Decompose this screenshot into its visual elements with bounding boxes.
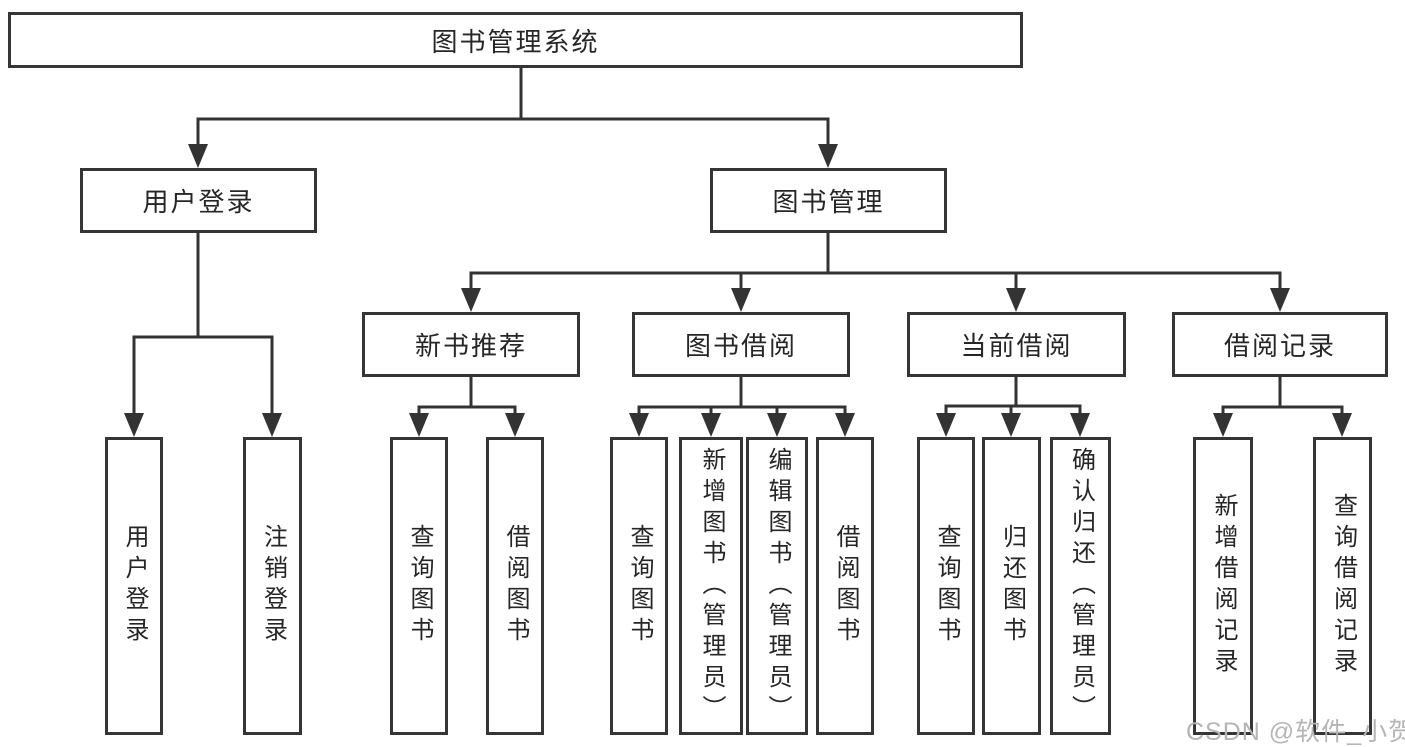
node-label: 用户登录 <box>142 187 255 217</box>
node-edit-books-admin: 编辑图书（管理员） <box>746 437 808 735</box>
arrow-down-icon <box>1270 288 1290 312</box>
node-add-borrow-record: 新增借阅记录 <box>1193 437 1253 735</box>
connector-userlogin-children <box>132 233 274 419</box>
arrow-down-icon <box>936 413 956 437</box>
node-confirm-return-admin: 确认归还（管理员） <box>1050 437 1111 735</box>
node-label: 借阅图书 <box>832 524 859 648</box>
node-label: 用户登录 <box>121 524 148 648</box>
node-return-books: 归还图书 <box>982 437 1041 735</box>
node-label: 确认归还（管理员） <box>1067 446 1095 726</box>
node-user-login-action: 用户登录 <box>105 437 163 735</box>
node-label: 查询图书 <box>626 524 653 648</box>
node-library-management-system: 图书管理系统 <box>8 12 1023 68</box>
node-query-books-2: 查询图书 <box>610 437 668 735</box>
node-logout-action: 注销登录 <box>243 437 302 735</box>
connector-borrow-children <box>637 377 847 419</box>
node-label: 查询图书 <box>406 524 433 648</box>
node-borrowing-records: 借阅记录 <box>1172 312 1388 377</box>
node-borrow-books-1: 借阅图书 <box>486 437 544 735</box>
node-label: 图书借阅 <box>684 331 797 361</box>
connector-bookmgmt-level3 <box>469 233 1282 293</box>
arrow-down-icon <box>461 288 481 312</box>
arrow-down-icon <box>731 288 751 312</box>
connector-root-to-level2 <box>196 68 830 148</box>
arrow-down-icon <box>629 413 649 437</box>
arrow-down-icon <box>1213 413 1233 437</box>
arrow-down-icon <box>835 413 855 437</box>
node-book-management: 图书管理 <box>710 168 947 233</box>
node-label: 图书管理 <box>772 187 885 217</box>
node-label: 编辑图书（管理员） <box>764 446 791 726</box>
arrow-down-icon <box>505 413 525 437</box>
connector-newbooks-children <box>417 377 517 419</box>
node-query-books-3: 查询图书 <box>917 437 975 735</box>
node-book-borrowing: 图书借阅 <box>632 312 850 377</box>
arrow-down-icon <box>262 413 282 437</box>
arrow-down-icon <box>1006 288 1026 312</box>
arrow-down-icon <box>188 144 208 168</box>
arrow-down-icon <box>124 413 144 437</box>
node-query-books-1: 查询图书 <box>390 437 448 735</box>
connector-records-children <box>1221 377 1344 419</box>
arrow-down-icon <box>1070 413 1090 437</box>
node-query-borrow-record: 查询借阅记录 <box>1313 437 1372 735</box>
arrow-down-icon <box>1001 413 1021 437</box>
node-label: 借阅图书 <box>502 524 529 648</box>
csdn-watermark: CSDN @软件_小贺同学 <box>1186 718 1405 746</box>
arrow-down-icon <box>701 413 721 437</box>
node-label: 图书管理系统 <box>431 26 600 57</box>
node-current-borrowing: 当前借阅 <box>907 312 1126 377</box>
node-label: 当前借阅 <box>960 331 1073 361</box>
node-label: 新增图书（管理员） <box>698 446 725 726</box>
arrow-down-icon <box>409 413 429 437</box>
node-borrow-books-2: 借阅图书 <box>816 437 874 735</box>
node-label: 借阅记录 <box>1223 331 1336 361</box>
arrow-down-icon <box>767 413 787 437</box>
node-label: 查询图书 <box>933 524 960 648</box>
node-add-books-admin: 新增图书（管理员） <box>679 437 743 735</box>
node-label: 新书推荐 <box>414 331 527 361</box>
arrow-down-icon <box>818 144 838 168</box>
node-label: 查询借阅记录 <box>1329 493 1357 679</box>
node-user-login: 用户登录 <box>80 168 317 233</box>
node-new-book-recommend: 新书推荐 <box>362 312 580 377</box>
node-label: 新增借阅记录 <box>1210 493 1237 679</box>
node-label: 归还图书 <box>998 524 1026 648</box>
arrow-down-icon <box>1332 413 1352 437</box>
node-label: 注销登录 <box>259 524 287 648</box>
connector-current-children <box>944 377 1082 419</box>
